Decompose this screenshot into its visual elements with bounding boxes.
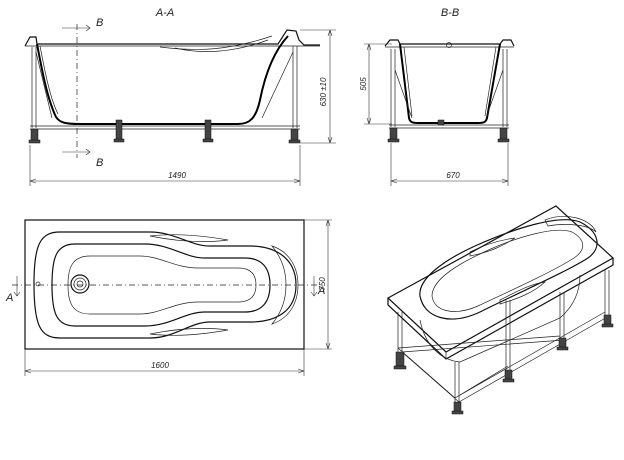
section-marker-b-bottom: B: [96, 157, 103, 169]
section-marker-a-right: A: [317, 285, 325, 297]
tub-rim-bb: [384, 39, 515, 47]
headrest-aa-2: [174, 39, 269, 53]
tub-profile-bb: [399, 43, 501, 124]
iso-tub-body: [419, 274, 581, 363]
overflow-bb: [446, 42, 452, 48]
section-aa-title: A-A: [155, 7, 174, 19]
section-arrow-a-left: [13, 276, 21, 297]
plan-view: A A 1600 750: [5, 219, 332, 376]
frame-aa-bottom: [30, 125, 300, 130]
legs-aa: [28, 119, 301, 144]
dim-depth-bb-label: 505: [359, 77, 368, 91]
dim-width-bb-label: 670: [446, 171, 460, 180]
overflow-plan: [35, 281, 41, 287]
dim-length-aa-label: 1490: [168, 171, 186, 180]
plan-basin-floor: [67, 255, 257, 315]
legs-iso: [393, 314, 614, 415]
iso-basin-outer: [419, 219, 598, 320]
iso-headrest: [544, 216, 597, 233]
frame-aa-diag: [35, 51, 294, 119]
legs-bb: [387, 119, 510, 143]
section-arrow-a-right: [310, 276, 318, 297]
dim-length-aa-line: [29, 145, 301, 186]
tub-rim-aa: [24, 29, 320, 47]
isometric-view: [386, 205, 615, 415]
section-marker-a-left: A: [5, 292, 13, 304]
section-bb-view: B-B 505 670: [359, 7, 515, 186]
section-marker-b-top: B: [96, 17, 103, 29]
plan-grip-top: [149, 234, 229, 242]
dim-width-bb-line: [390, 143, 509, 186]
section-aa-view: A-A B B 1490: [24, 7, 336, 186]
dim-height-aa-label: 630 ±10: [319, 77, 328, 106]
dim-length-plan-label: 1600: [151, 361, 169, 370]
frame-aa-right: [292, 46, 298, 128]
drain-icon: [70, 274, 90, 294]
iso-grip-top: [469, 237, 516, 257]
frame-bb: [389, 49, 509, 129]
plan-outline: [24, 219, 305, 350]
tub-profile-aa: [36, 35, 289, 125]
dim-width-plan-label: 750: [318, 277, 327, 291]
plan-headrest: [270, 245, 299, 325]
iso-frame: [397, 270, 610, 403]
tub-profile-aa-inner: [39, 45, 59, 115]
frame-aa-left: [31, 47, 37, 128]
section-bb-title: B-B: [441, 7, 459, 19]
dim-height-aa-line: [300, 29, 336, 144]
iso-basin-inner: [431, 229, 584, 312]
iso-top-outline: [386, 205, 615, 353]
tub-profile-bb-inner: [403, 46, 497, 117]
section-arrow-b-bottom: [62, 148, 91, 156]
plan-basin-outer: [33, 231, 297, 339]
iso-grip-bottom: [499, 281, 547, 305]
headrest-aa: [159, 35, 273, 50]
dim-length-plan-line: [24, 349, 305, 376]
dim-depth-bb-line: [364, 43, 392, 125]
section-arrow-b-top: [62, 24, 91, 32]
plan-grip-bottom: [149, 328, 229, 336]
dim-width-plan-line: [304, 219, 332, 350]
